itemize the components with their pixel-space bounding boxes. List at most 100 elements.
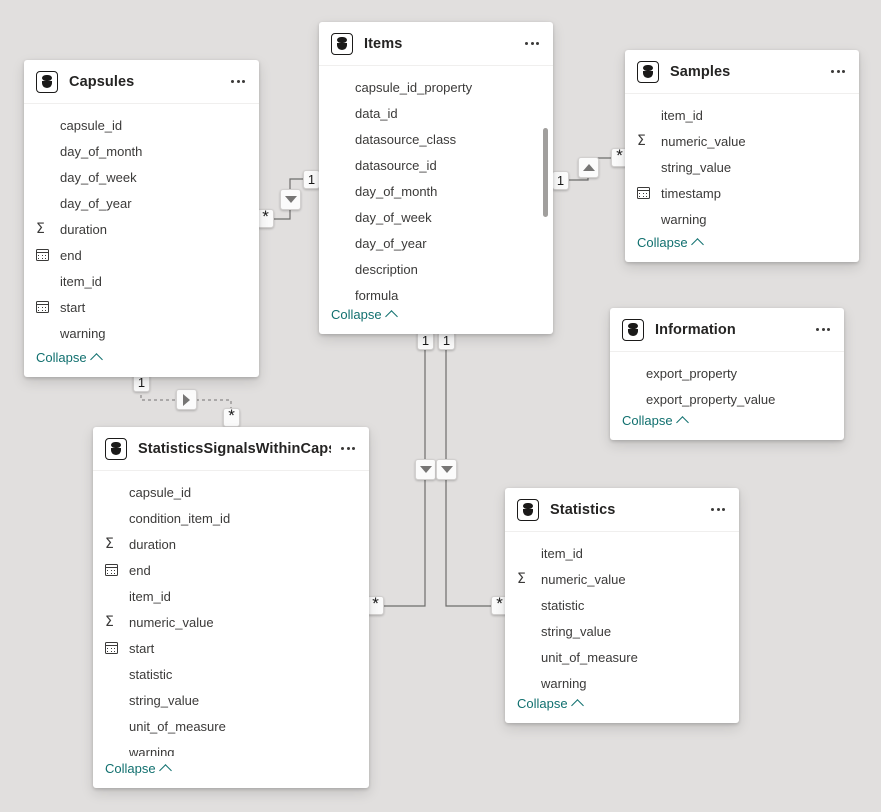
field-row[interactable]: item_id xyxy=(24,268,259,294)
field-row[interactable]: day_of_week xyxy=(24,164,259,190)
field-row[interactable]: end xyxy=(24,242,259,268)
field-row[interactable]: warning xyxy=(93,739,369,756)
more-options-icon[interactable] xyxy=(337,438,359,460)
field-row[interactable]: start xyxy=(24,294,259,320)
cross-filter-arrow-capsules-ssw[interactable] xyxy=(176,389,197,410)
table-card-header[interactable]: Samples xyxy=(625,50,859,94)
field-row[interactable]: string_value xyxy=(505,618,739,644)
table-card-header[interactable]: Items xyxy=(319,22,553,66)
field-row[interactable]: export_property xyxy=(610,360,844,386)
collapse-button[interactable]: Collapse xyxy=(517,696,582,711)
field-list[interactable]: capsule_id condition_item_idΣdurationendi… xyxy=(93,471,369,756)
field-row[interactable]: warning xyxy=(625,206,859,230)
table-card-footer: Collapse xyxy=(610,408,844,440)
cardinality-badge-capsules-items-many[interactable]: * xyxy=(257,209,274,228)
field-list[interactable]: export_propertyexport_property_value xyxy=(610,352,844,408)
table-card-header[interactable]: Information xyxy=(610,308,844,352)
field-list[interactable]: capsule_id day_of_monthday_of_week day_of_… xyxy=(24,104,259,345)
more-options-icon[interactable] xyxy=(521,33,543,55)
cross-filter-arrow-items-samples[interactable] xyxy=(578,157,599,178)
table-title: Statistics xyxy=(550,502,701,518)
field-name: day_of_week xyxy=(355,211,432,224)
field-row[interactable]: day_of_month xyxy=(24,138,259,164)
field-name: formula xyxy=(355,289,398,302)
field-name: item_id xyxy=(541,547,583,560)
field-row[interactable]: item_id xyxy=(505,540,739,566)
table-card-statistics-signals-within-capsules[interactable]: StatisticsSignalsWithinCapsulescapsule_i… xyxy=(93,427,369,788)
table-card-information[interactable]: Informationexport_propertyexport_propert… xyxy=(610,308,844,440)
field-row[interactable]: Σnumeric_value xyxy=(505,566,739,592)
field-row[interactable]: string_value xyxy=(625,154,859,180)
collapse-button[interactable]: Collapse xyxy=(331,307,396,322)
cardinality-badge-items-ssw-many[interactable]: * xyxy=(367,596,384,615)
field-row[interactable]: item_id xyxy=(625,102,859,128)
field-list[interactable]: capsule_id_property data_id datasource_cla… xyxy=(319,66,553,302)
more-options-icon[interactable] xyxy=(707,499,729,521)
field-row[interactable]: string_value xyxy=(93,687,369,713)
field-row[interactable]: Σnumeric_value xyxy=(625,128,859,154)
cross-filter-arrow-items-statistics[interactable] xyxy=(436,459,457,480)
field-name: capsule_id_property xyxy=(355,81,472,94)
field-row[interactable]: statistic xyxy=(505,592,739,618)
sigma-icon: Σ xyxy=(36,222,54,236)
field-list[interactable]: item_idΣnumeric_valuestring_valuetimesta… xyxy=(625,94,859,230)
vertical-scrollbar[interactable] xyxy=(543,128,548,217)
cardinality-badge-capsules-ssw-many[interactable]: * xyxy=(223,408,240,427)
collapse-button[interactable]: Collapse xyxy=(36,350,101,365)
field-row[interactable]: day_of_year xyxy=(24,190,259,216)
table-card-header[interactable]: StatisticsSignalsWithinCapsules xyxy=(93,427,369,471)
more-options-icon[interactable] xyxy=(227,71,249,93)
table-card-header[interactable]: Capsules xyxy=(24,60,259,104)
field-name: condition_item_id xyxy=(129,512,230,525)
field-name: datasource_class xyxy=(355,133,456,146)
table-card-samples[interactable]: Samplesitem_idΣnumeric_valuestring_value… xyxy=(625,50,859,262)
field-row[interactable]: capsule_id xyxy=(24,112,259,138)
table-card-capsules[interactable]: Capsules capsule_id day_of_monthday_of_wee… xyxy=(24,60,259,377)
field-list[interactable]: item_idΣnumeric_valuestatisticstring_val… xyxy=(505,532,739,691)
cardinality-badge-items-samples-one[interactable]: 1 xyxy=(552,171,569,190)
field-name: capsule_id xyxy=(129,486,191,499)
field-row[interactable]: Σnumeric_value xyxy=(93,609,369,635)
field-row[interactable]: capsule_id xyxy=(93,479,369,505)
field-row[interactable]: Σduration xyxy=(24,216,259,242)
more-options-icon[interactable] xyxy=(812,319,834,341)
field-row[interactable]: timestamp xyxy=(625,180,859,206)
collapse-button[interactable]: Collapse xyxy=(105,761,170,776)
calendar-icon xyxy=(637,187,655,199)
field-row[interactable]: unit_of_measure xyxy=(505,644,739,670)
field-row[interactable]: warning xyxy=(24,320,259,345)
field-row[interactable]: day_of_year xyxy=(319,230,553,256)
field-row[interactable]: capsule_id_property xyxy=(319,74,553,100)
collapse-button[interactable]: Collapse xyxy=(622,413,687,428)
field-row[interactable]: item_id xyxy=(93,583,369,609)
field-row[interactable]: condition_item_id xyxy=(93,505,369,531)
cross-filter-arrow-items-ssw[interactable] xyxy=(415,459,436,480)
triangle-up-icon xyxy=(583,164,595,171)
field-row[interactable]: formula xyxy=(319,282,553,302)
field-row[interactable]: statistic xyxy=(93,661,369,687)
field-row[interactable]: export_property_value xyxy=(610,386,844,408)
table-card-items[interactable]: Items capsule_id_property data_id datasourc… xyxy=(319,22,553,334)
field-row[interactable]: end xyxy=(93,557,369,583)
collapse-button[interactable]: Collapse xyxy=(637,235,702,250)
field-name: capsule_id xyxy=(60,119,122,132)
field-name: day_of_year xyxy=(60,197,132,210)
sigma-icon: Σ xyxy=(105,615,123,629)
field-row[interactable]: warning xyxy=(505,670,739,691)
field-row[interactable]: description xyxy=(319,256,553,282)
field-row[interactable]: day_of_week xyxy=(319,204,553,230)
table-card-header[interactable]: Statistics xyxy=(505,488,739,532)
field-row[interactable]: Σduration xyxy=(93,531,369,557)
field-row[interactable]: day_of_month xyxy=(319,178,553,204)
chevron-up-icon xyxy=(571,699,584,712)
field-row[interactable]: unit_of_measure xyxy=(93,713,369,739)
field-row[interactable]: data_id xyxy=(319,100,553,126)
table-card-statistics[interactable]: Statistics item_idΣnumeric_valuestatistic… xyxy=(505,488,739,723)
field-row[interactable]: datasource_id xyxy=(319,152,553,178)
field-row[interactable]: start xyxy=(93,635,369,661)
cardinality-badge-capsules-items-one[interactable]: 1 xyxy=(303,170,320,189)
cross-filter-arrow-capsules-items[interactable] xyxy=(280,189,301,210)
more-options-icon[interactable] xyxy=(827,61,849,83)
field-row[interactable]: datasource_class xyxy=(319,126,553,152)
